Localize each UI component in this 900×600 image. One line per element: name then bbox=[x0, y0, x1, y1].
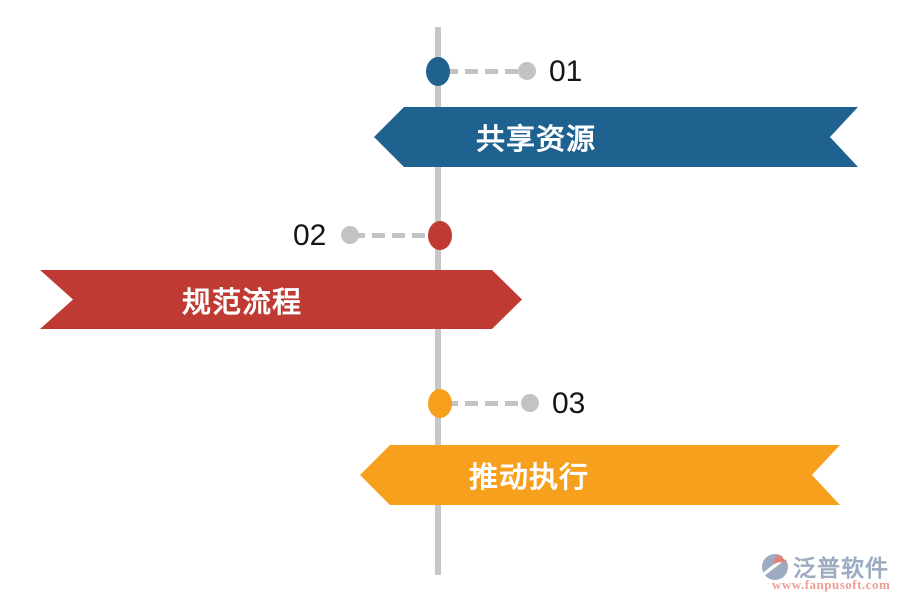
connector-line-1 bbox=[445, 69, 525, 74]
banner-step-1: 共享资源 bbox=[374, 107, 858, 167]
step-number-2: 02 bbox=[293, 219, 327, 252]
watermark: 泛普软件 www.fanpusoft.com bbox=[756, 548, 896, 596]
connector-dot-1 bbox=[518, 62, 536, 80]
watermark-url: www.fanpusoft.com bbox=[772, 577, 891, 592]
watermark-brand: 泛普软件 bbox=[793, 555, 889, 581]
banner-label-3: 推动执行 bbox=[468, 462, 590, 494]
timeline-node-2 bbox=[428, 221, 452, 250]
banner-label-1: 共享资源 bbox=[475, 124, 597, 156]
banner-label-2: 规范流程 bbox=[181, 286, 303, 319]
connector-dot-2 bbox=[341, 226, 359, 244]
connector-dot-3 bbox=[521, 394, 539, 412]
timeline-node-1 bbox=[426, 57, 450, 86]
step-number-1: 01 bbox=[549, 55, 583, 88]
step-number-3: 03 bbox=[552, 387, 586, 420]
banner-step-2: 规范流程 bbox=[40, 270, 522, 329]
timeline-node-3 bbox=[428, 389, 452, 418]
connector-line-3 bbox=[445, 401, 528, 406]
fanpu-logo-icon bbox=[760, 552, 790, 580]
connector-line-2 bbox=[352, 233, 434, 238]
banner-step-3: 推动执行 bbox=[360, 445, 840, 505]
